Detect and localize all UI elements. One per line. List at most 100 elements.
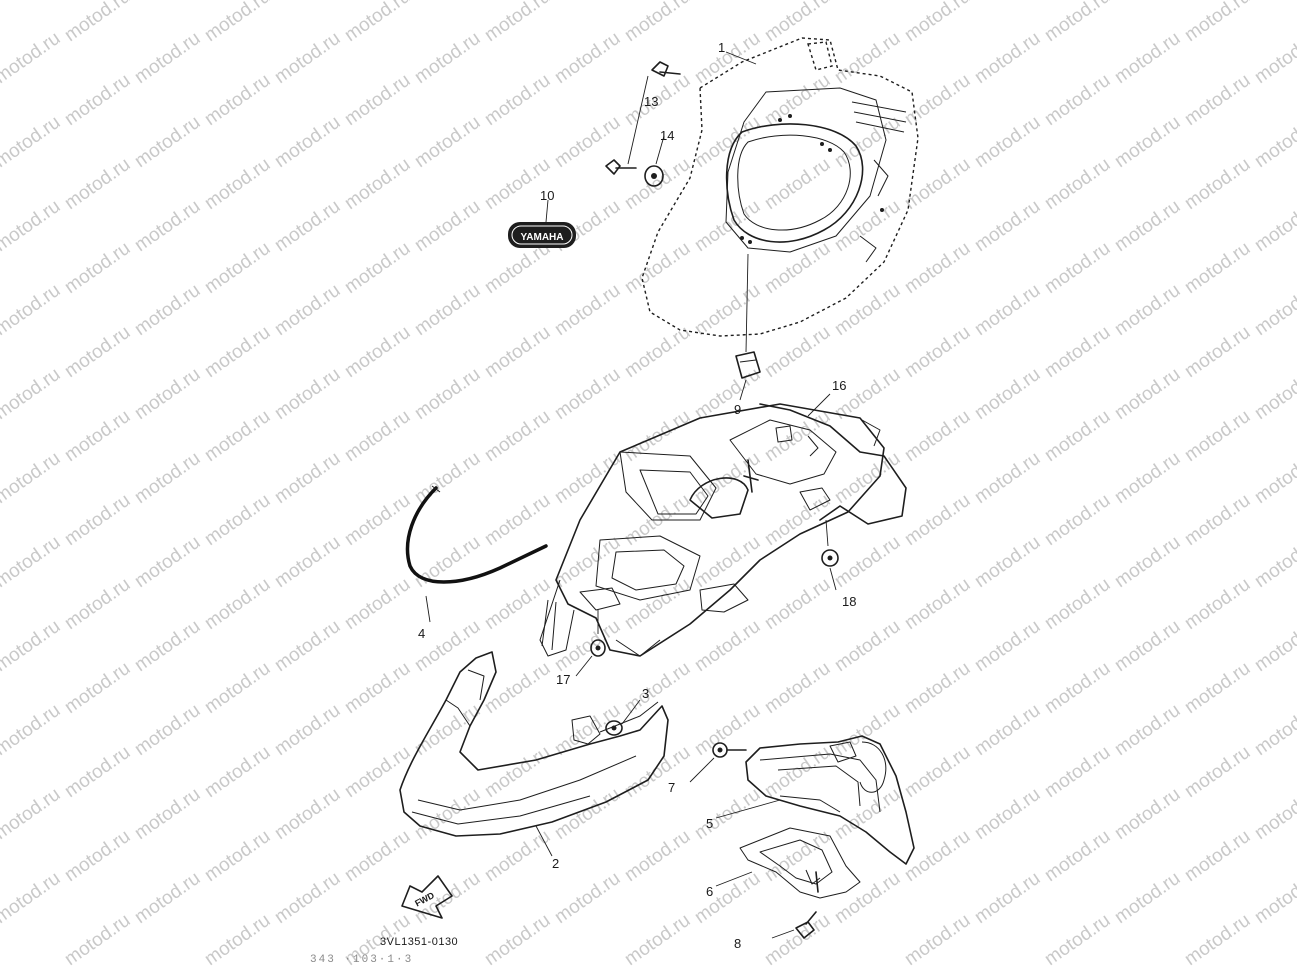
callout-7: 7 bbox=[668, 780, 675, 795]
watermark-text: motod.ru bbox=[551, 280, 624, 340]
watermark-text: motod.ru bbox=[691, 784, 764, 844]
watermark-text: motod.ru bbox=[61, 406, 134, 466]
watermark-text: motod.ru bbox=[131, 448, 204, 508]
watermark-text: motod.ru bbox=[1041, 154, 1114, 214]
watermark-text: motod.ru bbox=[201, 154, 274, 214]
watermark-text: motod.ru bbox=[411, 28, 484, 88]
watermark-text: motod.ru bbox=[0, 112, 64, 172]
watermark-text: motod.ru bbox=[901, 238, 974, 298]
watermark-text: motod.ru bbox=[1041, 0, 1114, 46]
watermark-text: motod.ru bbox=[1251, 700, 1297, 760]
watermark-text: motod.ru bbox=[481, 322, 554, 382]
watermark-text: motod.ru bbox=[131, 196, 204, 256]
watermark-text: motod.ru bbox=[551, 784, 624, 844]
watermark-text: motod.ru bbox=[971, 196, 1044, 256]
watermark-text: motod.ru bbox=[1251, 280, 1297, 340]
watermark-text: motod.ru bbox=[901, 910, 974, 970]
watermark-text: motod.ru bbox=[341, 826, 414, 886]
callout-8: 8 bbox=[734, 936, 741, 951]
watermark-text: motod.ru bbox=[621, 0, 694, 46]
watermark-text: motod.ru bbox=[1111, 616, 1184, 676]
watermark-text: motod.ru bbox=[201, 490, 274, 550]
watermark-text: motod.ru bbox=[1111, 532, 1184, 592]
watermark-text: motod.ru bbox=[831, 448, 904, 508]
part-9-damper bbox=[735, 253, 761, 379]
watermark-text: motod.ru bbox=[1251, 448, 1297, 508]
watermark-text: motod.ru bbox=[61, 154, 134, 214]
watermark-text: motod.ru bbox=[0, 784, 64, 844]
watermark-text: motod.ru bbox=[971, 700, 1044, 760]
watermark-text: motod.ru bbox=[481, 0, 554, 46]
watermark-text: motod.ru bbox=[1111, 280, 1184, 340]
part-14-grommet bbox=[644, 165, 664, 187]
watermark-text: motod.ru bbox=[341, 154, 414, 214]
part-2-lower-cowl bbox=[399, 651, 669, 837]
watermark-text: motod.ru bbox=[131, 784, 204, 844]
watermark-text: motod.ru bbox=[341, 742, 414, 802]
watermark-text: motod.ru bbox=[551, 112, 624, 172]
watermark-text: motod.ru bbox=[1251, 784, 1297, 844]
watermark-text: motod.ru bbox=[1111, 700, 1184, 760]
watermark-text: motod.ru bbox=[971, 280, 1044, 340]
watermark-text: motod.ru bbox=[411, 280, 484, 340]
part-16-frame bbox=[539, 403, 907, 657]
watermark-text: motod.ru bbox=[341, 0, 414, 46]
watermark-text: motod.ru bbox=[271, 28, 344, 88]
footer-faint-text: 343 ·103·1·3 bbox=[310, 954, 413, 966]
watermark-text: motod.ru bbox=[1181, 154, 1254, 214]
watermark-text: motod.ru bbox=[411, 616, 484, 676]
watermark-text: motod.ru bbox=[1041, 574, 1114, 634]
callout-3: 3 bbox=[642, 686, 649, 701]
watermark-text: motod.ru bbox=[1111, 0, 1184, 4]
watermark-text: motod.ru bbox=[201, 574, 274, 634]
watermark-text: motod.ru bbox=[411, 700, 484, 760]
watermark-text: motod.ru bbox=[271, 532, 344, 592]
leader-lines bbox=[425, 51, 837, 887]
callout-4: 4 bbox=[418, 626, 425, 641]
watermark-text: motod.ru bbox=[831, 784, 904, 844]
watermark-text: motod.ru bbox=[551, 868, 624, 928]
watermark-text: motod.ru bbox=[1251, 868, 1297, 928]
watermark-text: motod.ru bbox=[971, 364, 1044, 424]
watermark-text: motod.ru bbox=[201, 70, 274, 130]
watermark-text: motod.ru bbox=[971, 616, 1044, 676]
watermark-text: motod.ru bbox=[761, 658, 834, 718]
watermark-text: motod.ru bbox=[131, 0, 204, 4]
watermark-text: motod.ru bbox=[831, 868, 904, 928]
watermark-text: motod.ru bbox=[761, 742, 834, 802]
watermark-text: motod.ru bbox=[481, 574, 554, 634]
watermark-text: motod.ru bbox=[551, 448, 624, 508]
watermark-text: motod.ru bbox=[691, 364, 764, 424]
watermark-text: motod.ru bbox=[61, 910, 134, 970]
watermark-text: motod.ru bbox=[901, 574, 974, 634]
callout-16: 16 bbox=[832, 378, 846, 393]
watermark-text: motod.ru bbox=[1181, 238, 1254, 298]
watermark-text: motod.ru bbox=[1251, 196, 1297, 256]
watermark-text: motod.ru bbox=[0, 532, 64, 592]
watermark-text: motod.ru bbox=[1251, 112, 1297, 172]
watermark-text: motod.ru bbox=[1181, 658, 1254, 718]
watermark-text: motod.ru bbox=[481, 742, 554, 802]
watermark-text: motod.ru bbox=[971, 448, 1044, 508]
watermark-text: motod.ru bbox=[1181, 70, 1254, 130]
watermark-text: motod.ru bbox=[831, 112, 904, 172]
watermark-text: motod.ru bbox=[1181, 406, 1254, 466]
watermark-text: motod.ru bbox=[761, 238, 834, 298]
callout-2: 2 bbox=[552, 856, 559, 871]
watermark-text: motod.ru bbox=[0, 364, 64, 424]
watermark-text: motod.ru bbox=[201, 406, 274, 466]
watermark-text: motod.ru bbox=[271, 616, 344, 676]
callout-5: 5 bbox=[706, 816, 713, 831]
watermark-text: motod.ru bbox=[971, 784, 1044, 844]
watermark-text: motod.ru bbox=[201, 0, 274, 46]
watermark-text: motod.ru bbox=[831, 196, 904, 256]
watermark-text: motod.ru bbox=[1041, 490, 1114, 550]
watermark-text: motod.ru bbox=[1041, 658, 1114, 718]
watermark-text: motod.ru bbox=[131, 532, 204, 592]
watermark-text: motod.ru bbox=[271, 784, 344, 844]
watermark-text: motod.ru bbox=[971, 868, 1044, 928]
watermark-text: motod.ru bbox=[341, 658, 414, 718]
watermark-text: motod.ru bbox=[1041, 322, 1114, 382]
watermark-text: motod.ru bbox=[61, 742, 134, 802]
callout-10: 10 bbox=[540, 188, 554, 203]
